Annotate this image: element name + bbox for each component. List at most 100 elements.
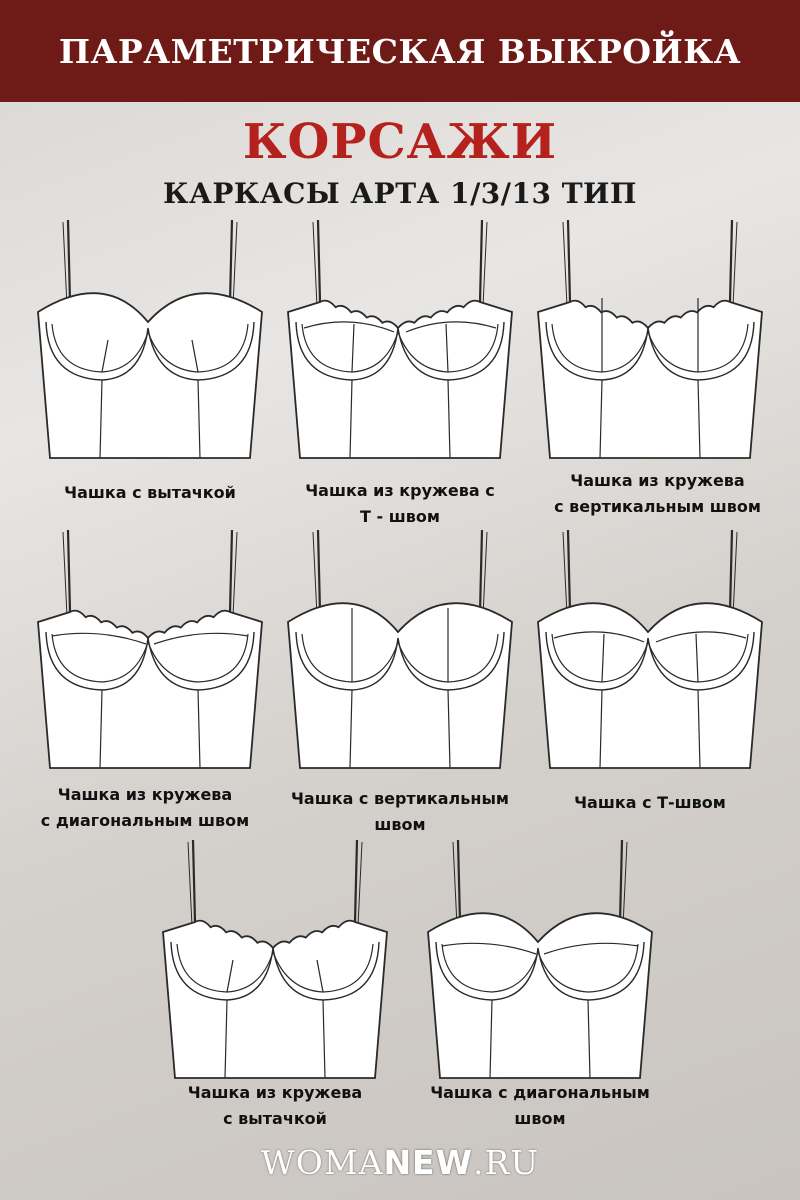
panel-seam-left	[599, 689, 603, 769]
cup-dart-right	[316, 959, 324, 993]
strap-right	[728, 219, 734, 303]
underwire-outer	[545, 321, 755, 381]
strap-right-edge	[357, 841, 363, 927]
strap-right-edge	[482, 531, 488, 617]
panel-seam-right	[322, 999, 326, 1079]
logo-text-part3: .RU	[473, 1143, 540, 1182]
cup-dart-right	[191, 339, 199, 373]
cup-t-vertical-left	[601, 633, 605, 683]
underwire-inner	[51, 323, 249, 373]
corset-body	[427, 912, 653, 1079]
strap-left-edge	[187, 841, 193, 927]
cup-dart-left	[226, 959, 234, 993]
cup-t-horizontal-left	[303, 321, 395, 333]
strap-left-edge	[62, 221, 68, 307]
underwire-inner	[176, 943, 374, 993]
panel-seam-right	[447, 689, 451, 769]
corset-sketch	[37, 219, 263, 459]
item-caption: Чашка из кружева с вертикальным швом	[515, 468, 800, 520]
caption-line: Чашка с вертикальным	[290, 789, 509, 808]
corset-body	[537, 299, 763, 459]
corset-body	[37, 292, 263, 459]
corset-body	[37, 609, 263, 769]
item-caption: Чашка из кружева с Т - швом	[265, 478, 535, 530]
cup-t-horizontal-right	[405, 321, 497, 333]
corset-sketch	[37, 529, 263, 769]
cup-t-vertical-left	[351, 323, 355, 373]
underwire-inner	[301, 323, 499, 373]
caption-line: с вытачкой	[223, 1109, 327, 1128]
strap-right	[728, 529, 734, 613]
caption-line: швом	[374, 815, 426, 834]
panel-seam-right	[697, 379, 701, 459]
site-logo: WOMANEW.RU	[0, 1143, 800, 1182]
underwire-outer	[170, 941, 380, 1001]
item-caption: Чашка из кружева с вытачкой	[140, 1080, 410, 1132]
item-caption: Чашка с Т-швом	[530, 790, 770, 816]
strap-left	[316, 219, 322, 303]
item-caption: Чашка из кружева с диагональным швом	[0, 782, 290, 834]
panel-seam-left	[489, 999, 493, 1079]
caption-line: Чашка из кружева с	[305, 481, 495, 500]
logo-text-part1: WOMA	[260, 1143, 384, 1182]
caption-line: Чашка с вытачкой	[64, 483, 236, 502]
panel-seam-left	[599, 379, 603, 459]
strap-right	[618, 839, 624, 923]
strap-right-edge	[732, 221, 738, 307]
panel-seam-left	[349, 689, 353, 769]
underwire-inner	[441, 943, 639, 993]
item-caption: Чашка с диагональным швом	[400, 1080, 680, 1132]
strap-right	[228, 219, 234, 303]
strap-right-edge	[622, 841, 628, 927]
cup-diagonal-right	[543, 942, 639, 955]
page-title: КОРСАЖИ	[242, 114, 558, 170]
cup-t-vertical-right	[445, 323, 449, 373]
strap-right-edge	[732, 531, 738, 617]
strap-left	[66, 219, 72, 303]
corset-sketch	[287, 529, 513, 769]
strap-right	[353, 839, 359, 923]
cup-diagonal-left	[441, 942, 537, 955]
strap-left-edge	[62, 531, 68, 617]
item-caption: Чашка с вертикальным швом	[262, 786, 538, 838]
strap-left	[456, 839, 462, 923]
corset-sketch	[427, 839, 653, 1079]
underwire-outer	[45, 321, 255, 381]
panel-seam-left	[224, 999, 228, 1079]
strap-left-edge	[312, 221, 318, 307]
caption-line: Чашка из кружева	[57, 785, 233, 804]
strap-left	[316, 529, 322, 613]
corset-sketch	[162, 839, 388, 1079]
panel-seam-right	[197, 379, 201, 459]
corset-sketch	[537, 529, 763, 769]
panel-seam-left	[349, 379, 353, 459]
panel-seam-left	[99, 379, 103, 459]
page-subtitle: КАРКАСЫ АРТА 1/3/13 ТИП	[163, 177, 637, 210]
panel-seam-left	[99, 689, 103, 769]
logo-text-part2: NEW	[383, 1143, 473, 1182]
panel-seam-right	[697, 689, 701, 769]
corset-sketch	[287, 219, 513, 459]
underwire-inner	[301, 633, 499, 683]
corset-sketch	[537, 219, 763, 459]
cup-t-horizontal-right	[655, 631, 747, 643]
underwire-inner	[551, 323, 749, 373]
underwire-outer	[545, 631, 755, 691]
corset-body	[537, 602, 763, 769]
caption-line: Чашка с диагональным	[430, 1083, 650, 1102]
caption-line: Т - швом	[360, 507, 440, 526]
strap-right-edge	[482, 221, 488, 307]
item-caption: Чашка с вытачкой	[15, 480, 285, 506]
panel-seam-right	[447, 379, 451, 459]
strap-right	[478, 219, 484, 303]
cup-t-horizontal-left	[553, 631, 645, 643]
underwire-outer	[45, 631, 255, 691]
caption-line: швом	[514, 1109, 566, 1128]
underwire-inner	[51, 633, 249, 683]
strap-left	[566, 529, 572, 613]
caption-line: Чашка с Т-швом	[574, 793, 726, 812]
corset-body	[162, 919, 388, 1079]
caption-line: Чашка из кружева	[570, 471, 745, 490]
underwire-inner	[551, 633, 749, 683]
strap-left	[66, 529, 72, 613]
